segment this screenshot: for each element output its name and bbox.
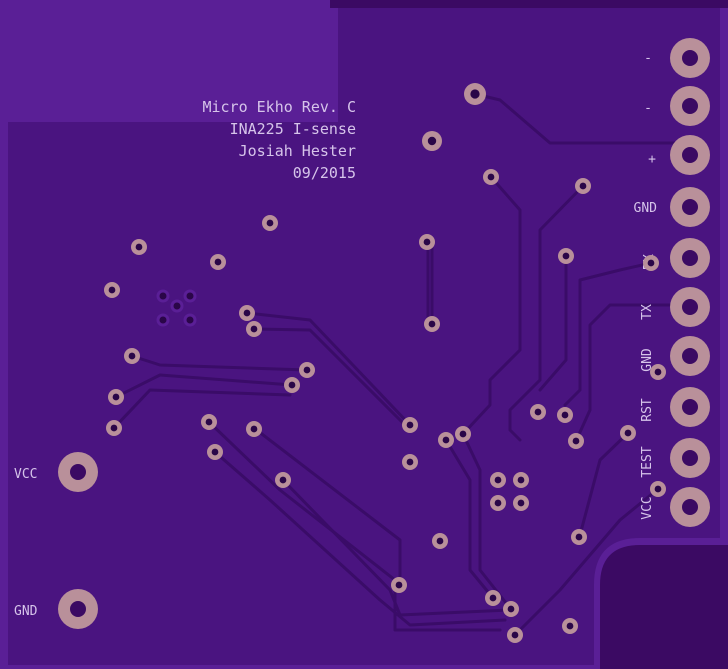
pin-label-3: + bbox=[648, 152, 656, 167]
via-11 bbox=[104, 282, 120, 298]
power-pad-gnd bbox=[58, 589, 98, 629]
pin-label-6: TX bbox=[640, 304, 655, 320]
header-pad-group bbox=[670, 38, 710, 527]
via-4 bbox=[575, 178, 591, 194]
pin-label-9: TEST bbox=[640, 446, 655, 477]
via-27 bbox=[455, 426, 471, 442]
via-21 bbox=[530, 404, 546, 420]
via-20 bbox=[106, 420, 122, 436]
pin-label-10: VCC bbox=[640, 496, 655, 519]
power-label-vcc: VCC bbox=[14, 467, 37, 482]
via-group bbox=[104, 83, 666, 643]
header-pad-2 bbox=[670, 86, 710, 126]
via-35 bbox=[490, 495, 506, 511]
pin-label-2: - bbox=[644, 101, 652, 116]
via-3 bbox=[483, 169, 499, 185]
via-2 bbox=[422, 131, 442, 151]
pin-label-7: GND bbox=[640, 348, 655, 372]
via-37 bbox=[650, 481, 666, 497]
copper-pour-inner bbox=[8, 8, 720, 665]
via-17 bbox=[284, 377, 300, 393]
header-pad-1 bbox=[670, 38, 710, 78]
power-label-gnd: GND bbox=[14, 604, 38, 619]
via-1 bbox=[464, 83, 486, 105]
via-26 bbox=[438, 432, 454, 448]
via-40 bbox=[391, 577, 407, 593]
via-7 bbox=[210, 254, 226, 270]
via-43 bbox=[562, 618, 578, 634]
silk-title-line-2: INA225 I-sense bbox=[230, 120, 356, 138]
via-10 bbox=[643, 255, 659, 271]
via-5 bbox=[262, 215, 278, 231]
via-16 bbox=[299, 362, 315, 378]
power-pad-vcc bbox=[58, 452, 98, 492]
silk-title-line-4: 09/2015 bbox=[293, 164, 356, 182]
pin-label-4: GND bbox=[634, 201, 658, 216]
via-19 bbox=[108, 389, 124, 405]
header-pad-3 bbox=[670, 135, 710, 175]
via-28 bbox=[568, 433, 584, 449]
via-44 bbox=[507, 627, 523, 643]
silkscreen-title-block: Micro Ekho Rev. C INA225 I-sense Josiah … bbox=[202, 98, 356, 182]
trace-group bbox=[112, 92, 692, 637]
via-38 bbox=[432, 533, 448, 549]
via-13 bbox=[246, 321, 262, 337]
via-29 bbox=[620, 425, 636, 441]
via-15 bbox=[124, 348, 140, 364]
via-8 bbox=[419, 234, 435, 250]
via-33 bbox=[490, 472, 506, 488]
header-pad-5 bbox=[670, 238, 710, 278]
via-14 bbox=[424, 316, 440, 332]
via-30 bbox=[207, 444, 223, 460]
via-9 bbox=[558, 248, 574, 264]
silk-title-line-1: Micro Ekho Rev. C bbox=[202, 98, 356, 116]
small-via-cluster bbox=[156, 289, 197, 327]
pin-label-1: - bbox=[644, 51, 652, 66]
pin-label-8: RST bbox=[640, 398, 655, 422]
via-34 bbox=[513, 472, 529, 488]
via-12 bbox=[239, 305, 255, 321]
via-22 bbox=[557, 407, 573, 423]
header-pad-4 bbox=[670, 187, 710, 227]
silk-title-line-3: Josiah Hester bbox=[239, 142, 356, 160]
via-31 bbox=[402, 454, 418, 470]
via-32 bbox=[275, 472, 291, 488]
via-36 bbox=[513, 495, 529, 511]
header-pad-10 bbox=[670, 487, 710, 527]
via-42 bbox=[503, 601, 519, 617]
header-pad-6 bbox=[670, 287, 710, 327]
via-24 bbox=[246, 421, 262, 437]
header-pad-8 bbox=[670, 387, 710, 427]
via-25 bbox=[402, 417, 418, 433]
via-39 bbox=[571, 529, 587, 545]
header-pad-9 bbox=[670, 438, 710, 478]
via-41 bbox=[485, 590, 501, 606]
via-23 bbox=[201, 414, 217, 430]
header-pad-7 bbox=[670, 336, 710, 376]
via-6 bbox=[131, 239, 147, 255]
via-18 bbox=[650, 364, 666, 380]
